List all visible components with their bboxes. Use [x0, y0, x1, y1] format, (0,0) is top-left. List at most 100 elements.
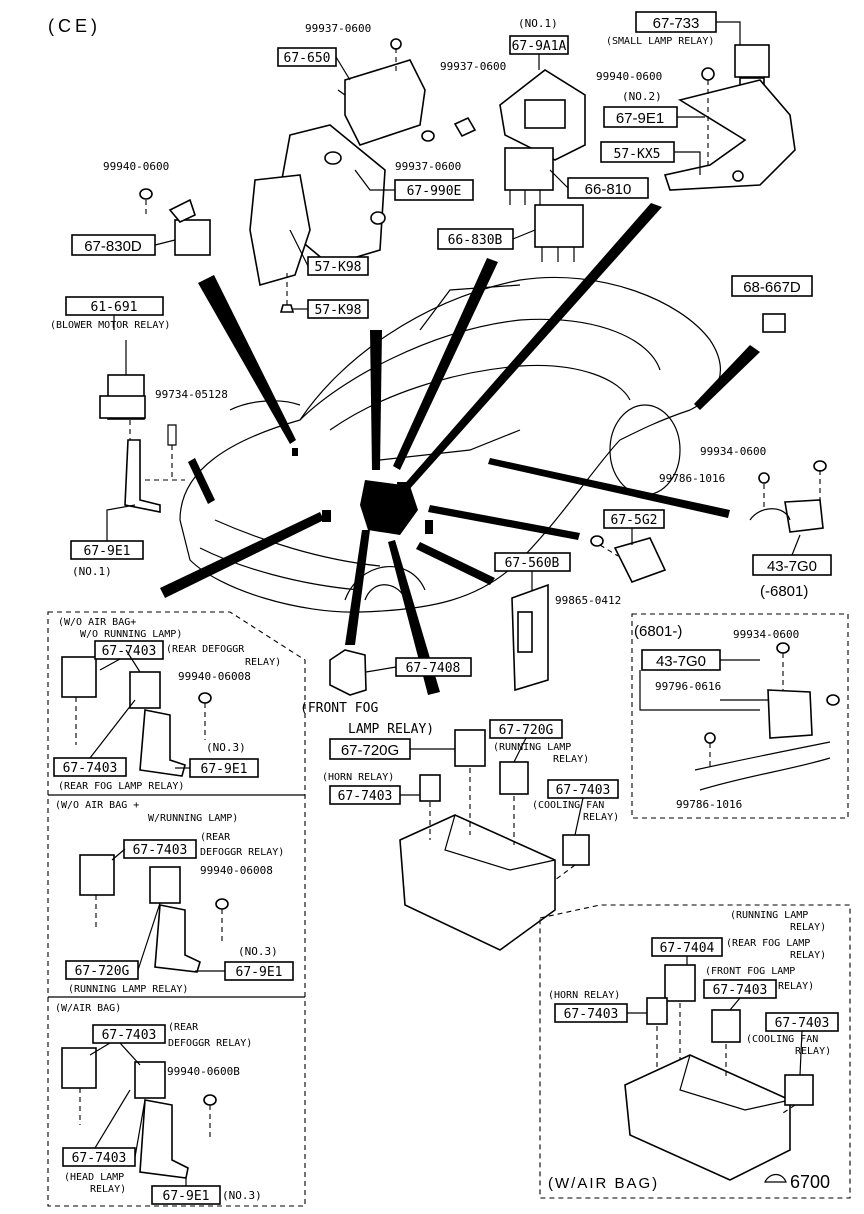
part-label: 43-7G0: [656, 653, 706, 670]
note: (COOLING FAN: [532, 800, 604, 811]
panel-6801: [631, 613, 849, 819]
hardware-number: 99934-0600: [700, 445, 766, 458]
hardware-number: 99937-0600: [395, 160, 461, 173]
part-label: 67-7403: [133, 843, 188, 858]
hardware-number: 99940-0600: [596, 70, 662, 83]
box-title: (W/AIR BAG): [55, 1003, 121, 1014]
relay-block-main: [399, 729, 590, 951]
part-label: 67-7404: [660, 941, 715, 956]
note: (REAR FOG LAMP: [726, 938, 810, 949]
part-label: 67-7403: [338, 789, 393, 804]
hardware-number: 99934-0600: [733, 628, 799, 641]
note: LAMP RELAY): [348, 722, 434, 737]
box-title: (W/O AIR BAG +: [55, 800, 139, 811]
leader-wedges: [160, 203, 760, 695]
note: (BLOWER MOTOR RELAY): [50, 320, 170, 331]
part-68-667d: [762, 313, 786, 333]
box-title: W/RUNNING LAMP): [148, 813, 238, 824]
part-label: 67-7403: [713, 983, 768, 998]
unit-67-560b: [511, 583, 549, 692]
box2-relays: [79, 854, 229, 973]
box3-relays: [61, 1047, 217, 1179]
part-label: 67-7403: [72, 1151, 127, 1166]
part-label: 67-7403: [102, 644, 157, 659]
part-label: 67-650: [284, 51, 331, 66]
part-label: 67-7403: [564, 1007, 619, 1022]
part-label: 68-667D: [743, 279, 801, 296]
part-label: 67-9E1: [236, 965, 283, 980]
bracket-67-9e1-no2: [663, 67, 796, 191]
part-label: 67-7403: [775, 1016, 830, 1031]
note: RELAY): [778, 981, 814, 992]
part-label: 43-7G0: [767, 558, 817, 575]
part-label: 67-830D: [84, 238, 142, 255]
relay-66-810: [504, 147, 554, 205]
part-label: 67-9E1: [616, 110, 664, 127]
box-title: (W/O AIR BAG+: [58, 617, 136, 628]
hardware-number: 99940-0600B: [167, 1065, 240, 1078]
bracket-67-9a1a: [453, 69, 586, 161]
part-label: 67-9E1: [163, 1189, 210, 1204]
part-label: 67-9A1A: [512, 39, 567, 54]
part-label: 61-691: [91, 300, 138, 315]
note: RELAY): [790, 950, 826, 961]
hardware-number: 99937-0600: [440, 60, 506, 73]
note: (HORN RELAY): [322, 772, 394, 783]
note: (NO.2): [622, 90, 662, 103]
part-label: 67-733: [653, 15, 700, 32]
part-label: 57-K98: [315, 303, 362, 318]
hardware-number: 99786-1016: [659, 472, 725, 485]
part-label: 66-810: [585, 181, 632, 198]
note: RELAY): [553, 754, 589, 765]
hardware-number: 99940-06008: [200, 864, 273, 877]
part-label: 67-9E1: [201, 762, 248, 777]
part-label: 67-990E: [407, 184, 462, 199]
note: (NO.3): [238, 945, 278, 958]
note: (W/AIR BAG): [548, 1175, 659, 1192]
note: 6700: [790, 1172, 830, 1192]
note: RELAY): [790, 922, 826, 933]
bracket-assembly-67-650: [249, 38, 435, 313]
note: (SMALL LAMP RELAY): [606, 36, 714, 47]
panel-with-airbag: [539, 904, 851, 1199]
relay-66-830b: [534, 204, 584, 262]
hardware-number: 99786-1016: [676, 798, 742, 811]
note: (-6801): [760, 583, 808, 600]
part-label: 57-K98: [315, 260, 362, 275]
part-label: 57-KX5: [614, 147, 661, 162]
bracket-67-7408: [329, 649, 367, 696]
panel-left-dividers: [48, 794, 305, 998]
note: (HORN RELAY): [548, 990, 620, 1001]
part-label: 66-830B: [448, 233, 503, 248]
note: (RUNNING LAMP RELAY): [68, 984, 188, 995]
note: (NO.3): [222, 1189, 262, 1202]
ref-arrow-icon: [764, 1173, 787, 1183]
note: (NO.1): [518, 17, 558, 30]
note: (COOLING FAN: [746, 1034, 818, 1045]
hardware-number: 99865-0412: [555, 594, 621, 607]
note: (NO.3): [206, 741, 246, 754]
hardware-number: 99796-0616: [655, 680, 721, 693]
note: (REAR: [168, 1022, 199, 1033]
note: DEFOGGR RELAY): [200, 847, 284, 858]
hardware-number: 99940-06008: [178, 670, 251, 683]
note: (RUNNING LAMP: [730, 910, 808, 921]
note: (REAR FOG LAMP RELAY): [58, 781, 184, 792]
module-43-7g0-a: [749, 460, 827, 533]
label-leaders: [89, 21, 803, 1186]
hardware-number: 99940-0600: [103, 160, 169, 173]
note: RELAY): [245, 657, 281, 668]
unit-67-5g2: [590, 535, 667, 583]
note: RELAY): [90, 1184, 126, 1195]
part-label: 67-720G: [341, 742, 399, 759]
note: (FRONT FOG LAMP: [705, 966, 795, 977]
part-label: 67-9E1: [84, 544, 131, 559]
relay-61-691: [99, 374, 185, 513]
part-label: 67-560B: [505, 556, 560, 571]
box-title: W/O RUNNING LAMP): [80, 629, 182, 640]
part-label: 67-7403: [556, 783, 611, 798]
panel-left-outline: [47, 611, 306, 1207]
note: RELAY): [795, 1046, 831, 1057]
note: (FRONT FOG: [300, 701, 378, 716]
